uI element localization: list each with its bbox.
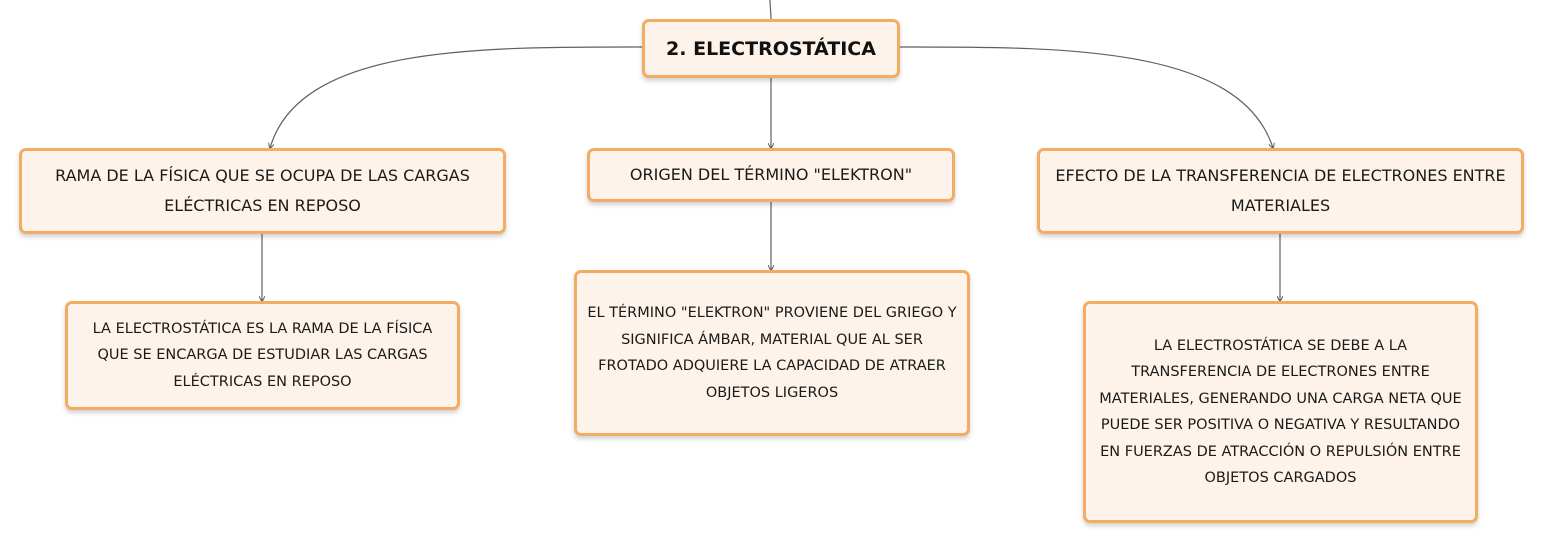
connector-incoming <box>769 0 772 20</box>
topic-label: EFECTO DE LA TRANSFERENCIA DE ELECTRONES… <box>1055 166 1506 215</box>
detail-node-physics-branch[interactable]: LA ELECTROSTÁTICA ES LA RAMA DE LA FÍSIC… <box>65 301 460 410</box>
connector-root-to-right <box>899 46 1273 148</box>
topic-node-term-origin[interactable]: ORIGEN DEL TÉRMINO "ELEKTRON" <box>587 148 955 202</box>
detail-text: LA ELECTROSTÁTICA ES LA RAMA DE LA FÍSIC… <box>92 320 433 390</box>
topic-label: RAMA DE LA FÍSICA QUE SE OCUPA DE LAS CA… <box>55 166 470 215</box>
detail-node-term-origin[interactable]: EL TÉRMINO "ELEKTRON" PROVIENE DEL GRIEG… <box>574 270 970 436</box>
detail-text: LA ELECTROSTÁTICA SE DEBE A LA TRANSFERE… <box>1099 337 1462 487</box>
connector-root-to-left <box>270 46 643 148</box>
topic-node-physics-branch[interactable]: RAMA DE LA FÍSICA QUE SE OCUPA DE LAS CA… <box>19 148 506 234</box>
detail-text: EL TÉRMINO "ELEKTRON" PROVIENE DEL GRIEG… <box>587 305 957 401</box>
root-label: 2. ELECTROSTÁTICA <box>666 37 876 60</box>
topic-node-electron-transfer[interactable]: EFECTO DE LA TRANSFERENCIA DE ELECTRONES… <box>1037 148 1524 234</box>
topic-label: ORIGEN DEL TÉRMINO "ELEKTRON" <box>629 165 913 184</box>
detail-node-electron-transfer[interactable]: LA ELECTROSTÁTICA SE DEBE A LA TRANSFERE… <box>1083 301 1478 523</box>
root-node[interactable]: 2. ELECTROSTÁTICA <box>642 19 900 78</box>
